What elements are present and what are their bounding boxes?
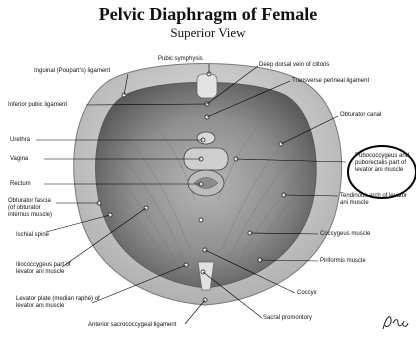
label-inferior-pubic-ligament: Inferior pubic ligament <box>8 102 67 109</box>
label-obturator-fascia: Obturator fascia (of obturator internus … <box>8 198 58 219</box>
label-ischial-spine: Ischial spine <box>16 232 49 239</box>
label-piriformis: Piriformis muscle <box>320 258 366 265</box>
label-sacral-promontory: Sacral promontory <box>263 315 312 322</box>
label-deep-dorsal-vein: Deep dorsal vein of clitoris <box>259 62 329 69</box>
label-tendinous-arch: Tendinous arch of levator ani muscle <box>340 193 414 207</box>
label-coccygeus: Coccygeus muscle <box>320 231 370 238</box>
urethra-opening <box>197 132 215 144</box>
label-transverse-perineal-ligament: Transverse perineal ligament <box>292 78 369 85</box>
label-inguinal-ligament: Inguinal (Poupart's) ligament <box>34 68 110 75</box>
label-iliococcygeus: Iliococcygeus part of levator ani muscle <box>16 262 80 276</box>
pubic-symphysis-shape <box>197 74 217 98</box>
label-vagina: Vagina <box>10 156 28 163</box>
label-pubococcygeus: Pubococcygeus and puborectalis part of l… <box>355 153 411 174</box>
label-pubic-symphysis: Pubic symphysis <box>158 56 203 63</box>
label-obturator-canal: Obturator canal <box>340 112 381 119</box>
label-coccyx: Coccyx <box>297 290 317 297</box>
artist-signature-icon <box>380 311 410 333</box>
label-anterior-sacrococcygeal-ligament: Anterior sacrococcygeal ligament <box>88 322 176 329</box>
label-levator-plate: Levator plate (median raphé) of levator … <box>16 296 102 310</box>
label-urethra: Urethra <box>10 137 30 144</box>
label-rectum: Rectum <box>10 181 31 188</box>
